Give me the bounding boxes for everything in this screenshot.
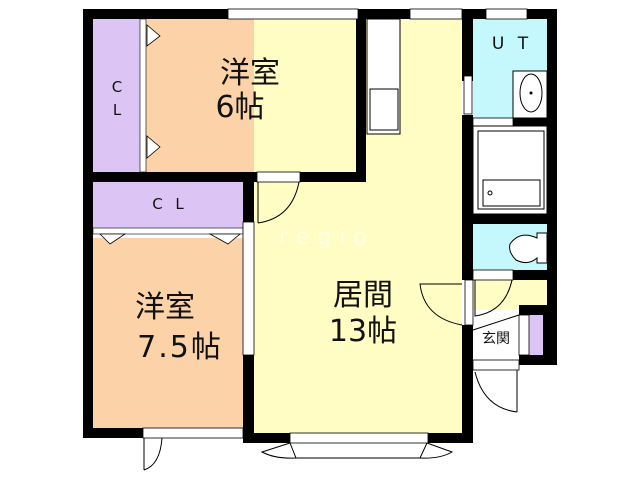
wall-bottom-mid xyxy=(243,433,290,443)
wall-left xyxy=(83,9,93,438)
room-6-name: 洋室 xyxy=(220,56,280,91)
wall-living-right-mid xyxy=(462,115,473,280)
toilet-icon xyxy=(509,232,548,264)
entry-door-icon xyxy=(474,370,518,413)
entrance-label: 玄関 xyxy=(482,331,510,347)
closet-middle-label: C L xyxy=(152,195,188,213)
wall-top-mid xyxy=(358,9,410,19)
wall-bottom-right xyxy=(428,433,472,443)
western-room-7-5-floor xyxy=(93,238,243,428)
wall-room6-right xyxy=(356,9,366,182)
wall-bath-bottom xyxy=(462,214,557,224)
door-room6-icon xyxy=(257,181,300,224)
wall-toilet-bottom xyxy=(513,270,557,280)
room-6-size: 6帖 xyxy=(215,90,265,125)
wall-room6-bottom xyxy=(83,172,257,182)
entrance-floor xyxy=(473,310,523,360)
room-7-5-name: 洋室 xyxy=(135,290,195,325)
shoe-closet-floor xyxy=(529,315,543,355)
closet-middle-floor xyxy=(93,182,243,228)
wall-shoe-bottom xyxy=(519,355,557,365)
wall-bottom-left xyxy=(83,428,143,438)
wall-living-right xyxy=(462,9,473,81)
wall-right xyxy=(547,9,557,319)
door-room75-icon xyxy=(143,437,163,471)
closet-top-floor xyxy=(93,19,140,172)
wall-mid-vertical-lower xyxy=(243,355,254,438)
wall-room6-bottom-right xyxy=(300,172,366,182)
room-7-5-size: 7.5帖 xyxy=(137,330,223,365)
wall-top-mid2 xyxy=(462,9,486,19)
wall-top-left xyxy=(83,9,228,19)
closet-top-label: C L xyxy=(111,78,123,119)
wall-shoe-top xyxy=(519,305,557,315)
wall-top-right xyxy=(527,9,557,19)
living-size: 13帖 xyxy=(328,314,398,349)
sink-icon xyxy=(369,88,399,131)
wall-living-right-low xyxy=(462,325,473,443)
utility-label: U T xyxy=(491,34,533,54)
watermark: regio xyxy=(279,225,375,250)
living-name: 居間 xyxy=(333,278,393,313)
door-living-icon xyxy=(419,283,463,326)
wall-shoe-right xyxy=(543,305,557,365)
wall-ut-bottom xyxy=(513,118,557,126)
wall-mid-vertical xyxy=(243,172,254,222)
